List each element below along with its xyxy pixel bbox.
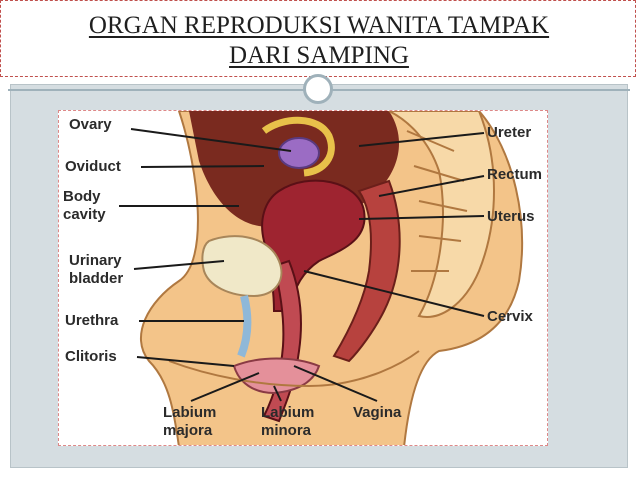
- urethra: [237, 295, 252, 358]
- oviduct: [261, 116, 335, 177]
- label-labium-majora-1: Labium: [163, 404, 216, 421]
- slide-title: ORGAN REPRODUKSI WANITA TAMPAK DARI SAMP…: [1, 11, 637, 71]
- ovary: [278, 137, 320, 169]
- label-urethra: Urethra: [65, 312, 119, 329]
- label-body-cavity-1: Body: [63, 188, 101, 205]
- rectum: [332, 179, 401, 363]
- divider-ring-icon: [303, 74, 333, 104]
- label-body-cavity-2: cavity: [63, 206, 106, 223]
- label-labium-majora-2: majora: [163, 422, 213, 439]
- title-line-1: ORGAN REPRODUKSI WANITA TAMPAK: [88, 12, 550, 39]
- label-ureter: Ureter: [487, 124, 531, 141]
- label-cervix: Cervix: [487, 308, 534, 325]
- leader-lines: [119, 128, 485, 402]
- label-vagina: Vagina: [353, 404, 402, 421]
- label-urinary-bladder-1: Urinary: [69, 252, 122, 269]
- title-line-2: DARI SAMPING: [229, 42, 409, 69]
- label-uterus: Uterus: [487, 208, 535, 225]
- label-ovary: Ovary: [69, 116, 112, 133]
- sacrum: [388, 111, 495, 318]
- label-oviduct: Oviduct: [65, 158, 121, 175]
- label-labium-minora-2: minora: [261, 422, 312, 439]
- anatomy-illustration: Ovary Oviduct Body cavity Urinary bladde…: [63, 111, 542, 445]
- label-clitoris: Clitoris: [65, 348, 117, 365]
- thigh: [168, 350, 420, 388]
- title-box: ORGAN REPRODUKSI WANITA TAMPAK DARI SAMP…: [0, 0, 636, 77]
- label-urinary-bladder-2: bladder: [69, 270, 123, 287]
- anatomy-figure: Ovary Oviduct Body cavity Urinary bladde…: [58, 110, 548, 446]
- label-rectum: Rectum: [487, 166, 542, 183]
- vertebrae-lines: [406, 130, 468, 272]
- label-labium-minora-1: Labium: [261, 404, 314, 421]
